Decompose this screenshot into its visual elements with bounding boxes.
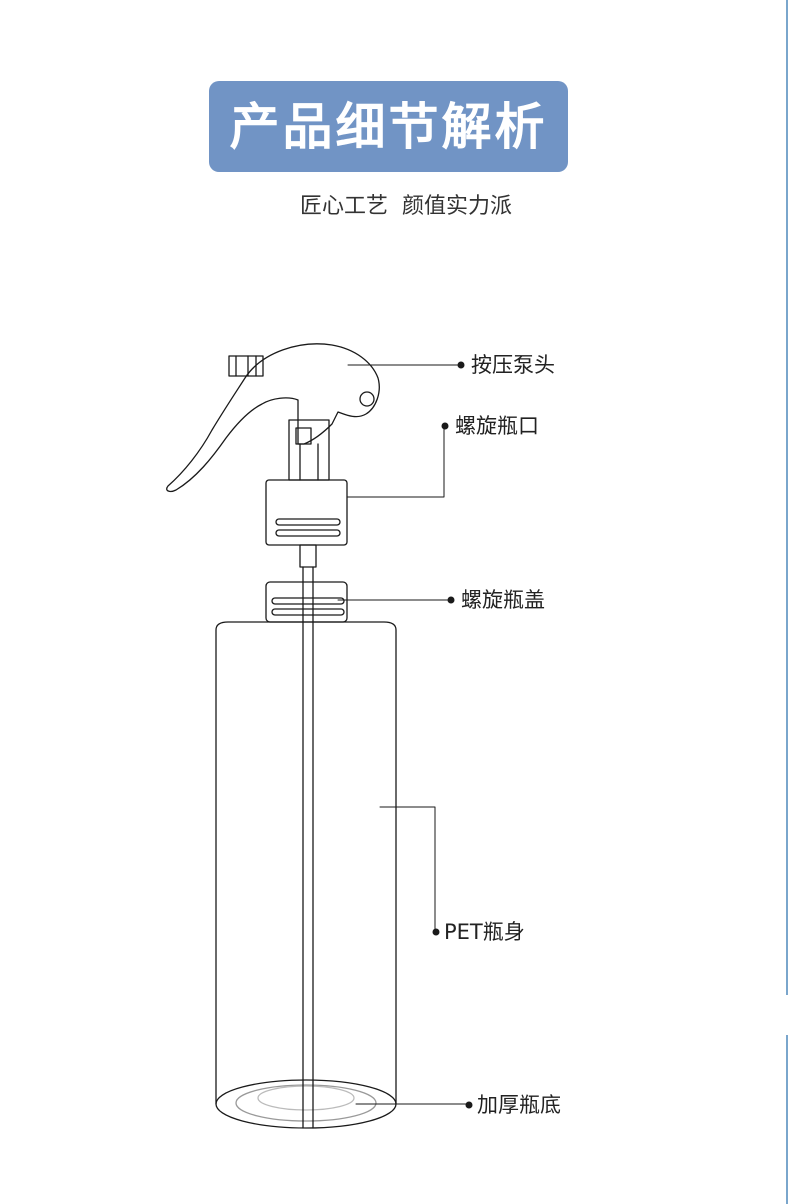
trigger-sprayer-drawing [166,343,380,493]
callout-screw-neck: 螺旋瓶口 [455,414,539,438]
callout-pump-head: 按压泵头 [471,353,555,377]
callout-screw-cap: 螺旋瓶盖 [461,588,545,612]
edge-rule-bottom [786,1035,788,1204]
dip-tube-drawing [302,566,314,1129]
callout-pet-body: PET瓶身 [444,920,525,944]
callout-thick-base: 加厚瓶底 [477,1093,561,1117]
screw-cap-drawing [265,581,348,623]
page-title: 产品细节解析 [229,97,548,156]
page-subtitle: 匠心工艺 颜值实力派 [300,194,512,219]
title-banner: 产品细节解析 [209,81,568,172]
collar-drawing [265,479,348,568]
leader-dots [432,361,473,1109]
edge-rule-top [786,0,788,995]
bottle-body-drawing [215,621,397,1129]
leader-lines [337,364,469,1105]
